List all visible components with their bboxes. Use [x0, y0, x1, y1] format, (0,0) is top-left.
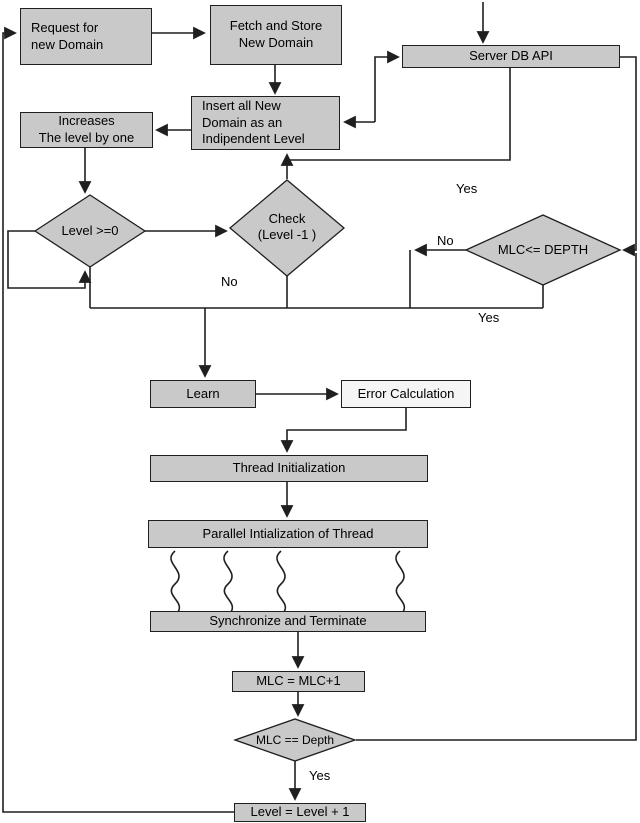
node-insert-level: Insert all New Domain as an Indipendent …	[191, 96, 340, 150]
decision-mlc-eq-depth	[233, 718, 357, 762]
edge-label-no-check: No	[221, 274, 238, 289]
connector-error-threadinit	[280, 408, 407, 453]
thread-squiggle	[276, 550, 287, 613]
decision-mlc-le-depth-label: MLC<= DEPTH	[497, 241, 589, 257]
connector-levelinc-request-loop	[2, 26, 234, 813]
connector-insert-to-server	[374, 50, 400, 122]
connector-level-self-loop	[7, 230, 92, 289]
node-server-db-api: Server DB API	[402, 45, 620, 68]
edge-label-yes-mlc: Yes	[478, 310, 500, 325]
edge-label-no-mlc: No	[437, 233, 454, 248]
node-fetch: Fetch and Store New Domain	[210, 5, 342, 65]
node-parallel-initialization: Parallel Intialization of Thread	[148, 520, 428, 548]
thread-squiggle	[170, 550, 181, 613]
connector-server-junction	[288, 68, 511, 161]
node-error-calculation: Error Calculation	[341, 380, 471, 408]
decision-check-level	[228, 179, 346, 277]
thread-squiggle	[223, 550, 234, 613]
thread-squiggle	[395, 550, 406, 613]
decision-level-ge-zero-label: Level >=0	[61, 222, 119, 238]
edge-label-yes-top: Yes	[456, 181, 478, 196]
node-synchronize-terminate: Synchronize and Terminate	[150, 611, 426, 632]
connector-server-to-mlc	[620, 56, 637, 257]
node-mlc-increment: MLC = MLC+1	[232, 671, 365, 692]
node-learn: Learn	[150, 380, 256, 408]
node-increase-level: Increases The level by one	[20, 112, 153, 148]
edge-label-yes-mlceq: Yes	[309, 768, 331, 783]
decision-check-level-label: Check (Level -1 )	[257, 210, 317, 242]
node-thread-initialization: Thread Initialization	[150, 455, 428, 482]
node-level-increment: Level = Level + 1	[234, 803, 366, 822]
node-request: Request for new Domain	[20, 8, 152, 65]
decision-mlc-eq-depth-label: MLC == Depth	[255, 732, 335, 747]
decision-mlc-le-depth	[464, 214, 622, 286]
connector-mlceq-right-loop	[356, 253, 637, 741]
